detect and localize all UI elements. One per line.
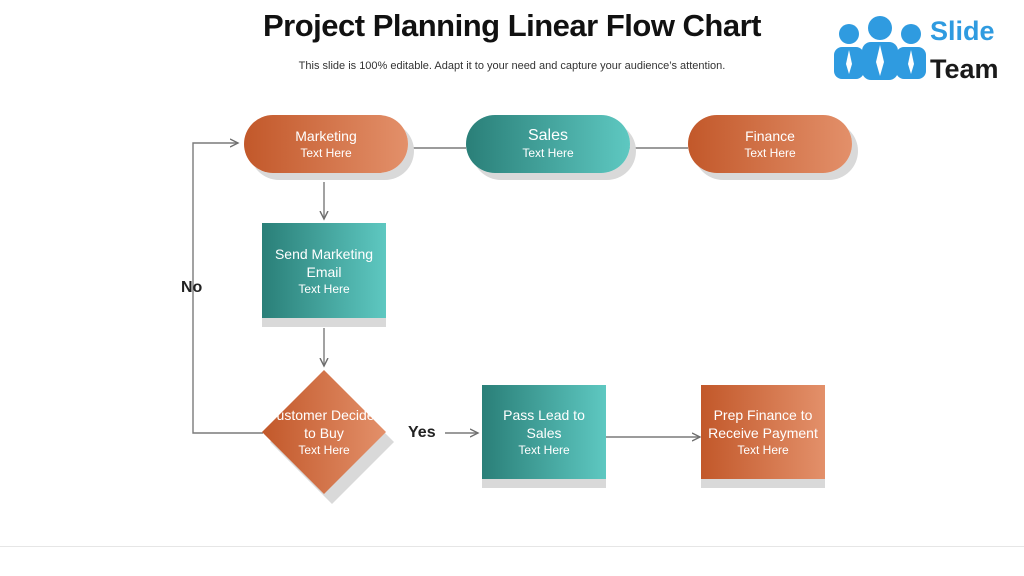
label-no: No bbox=[181, 279, 203, 296]
logo-text-slide: Slide bbox=[930, 16, 995, 46]
team-people-icon bbox=[834, 16, 926, 80]
node-sales-title: Sales bbox=[527, 127, 569, 144]
footer-divider bbox=[0, 546, 1024, 547]
node-decision-title: Customer Decides to Buy bbox=[266, 407, 382, 441]
node-send-marketing-email: Send Marketing Email Text Here bbox=[262, 223, 386, 318]
slide-title: Project Planning Linear Flow Chart bbox=[262, 8, 762, 43]
slide-subtitle: This slide is 100% editable. Adapt it to… bbox=[298, 60, 726, 72]
decision-text: Customer Decides to Buy Text Here bbox=[262, 406, 386, 458]
node-sales-sub: Text Here bbox=[522, 146, 574, 160]
node-pass-lead-sub: Text Here bbox=[518, 443, 570, 457]
node-send-email-sub: Text Here bbox=[298, 281, 350, 296]
node-prep-finance-sub: Text Here bbox=[737, 443, 789, 457]
node-finance-sub: Text Here bbox=[744, 146, 796, 160]
label-yes: Yes bbox=[408, 424, 436, 441]
node-pass-lead: Pass Lead to Sales Text Here bbox=[482, 385, 606, 479]
node-sales: Sales Text Here bbox=[466, 115, 630, 173]
node-marketing-sub: Text Here bbox=[300, 146, 352, 160]
node-prep-finance: Prep Finance to Receive Payment Text Her… bbox=[701, 385, 825, 479]
node-decision-sub: Text Here bbox=[298, 443, 350, 457]
slideteam-logo: Slide Team bbox=[832, 14, 1012, 84]
node-finance-title: Finance bbox=[745, 128, 795, 144]
arrow-no-loop bbox=[192, 143, 263, 434]
node-marketing-title: Marketing bbox=[295, 128, 357, 144]
node-customer-decides: Customer Decides to Buy Text Here bbox=[262, 370, 394, 504]
node-finance: Finance Text Here bbox=[688, 115, 852, 173]
node-marketing: Marketing Text Here bbox=[244, 115, 408, 173]
node-prep-finance-title: Prep Finance to Receive Payment bbox=[708, 407, 818, 441]
node-send-email-title: Send Marketing Email bbox=[274, 245, 374, 280]
node-pass-lead-title: Pass Lead to Sales bbox=[503, 407, 585, 441]
logo-text-team: Team bbox=[930, 54, 999, 84]
